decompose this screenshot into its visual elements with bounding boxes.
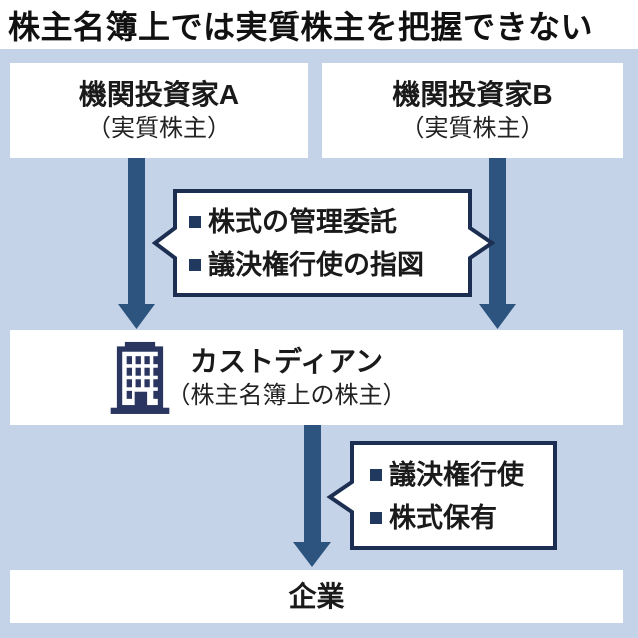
node-investor-a: 機関投資家A （実質株主）	[10, 63, 308, 158]
callout-item: 議決権行使の指図	[189, 246, 495, 284]
node-investor-b-name: 機関投資家B	[392, 79, 553, 110]
square-bullet-icon	[370, 468, 382, 481]
callout-item-label: 議決権行使	[389, 459, 524, 490]
callout-voting-rights: 議決権行使 株式保有	[324, 438, 562, 554]
callout-item-label: 株式の管理委託	[208, 206, 397, 237]
arrow-investor-a-to-custodian	[118, 158, 156, 330]
down-arrow-icon	[293, 425, 331, 567]
node-custodian: カストディアン （株主名簿上の株主）	[10, 330, 623, 425]
node-company: 企業	[10, 570, 623, 623]
callout-item: 議決権行使	[370, 456, 562, 494]
speech-bubble-shape	[326, 441, 557, 550]
callout-management-entrustment: 株式の管理委託 議決権行使の指図	[151, 186, 495, 300]
square-bullet-icon	[370, 511, 382, 524]
node-custodian-name: カストディアン	[190, 346, 383, 377]
square-bullet-icon	[189, 258, 201, 271]
node-company-name: 企業	[288, 581, 345, 612]
speech-bubble-shape	[151, 189, 495, 297]
arrow-custodian-to-company	[293, 425, 331, 568]
node-custodian-note: （株主名簿上の株主）	[166, 382, 407, 409]
node-investor-b: 機関投資家B （実質株主）	[322, 63, 623, 158]
title-band: 株主名簿上では実質株主を把握できない	[0, 0, 638, 49]
callout-item: 株式保有	[370, 499, 562, 537]
arrow-investor-b-to-custodian	[479, 158, 517, 330]
down-arrow-icon	[118, 158, 155, 329]
node-custodian-text: カストディアン （株主名簿上の株主）	[167, 343, 407, 412]
node-investor-b-note: （実質株主）	[400, 115, 545, 142]
callout-item-label: 議決権行使の指図	[208, 249, 424, 280]
node-investor-a-name: 機関投資家A	[78, 79, 240, 110]
building-icon	[110, 341, 170, 414]
page-title: 株主名簿上では実質株主を把握できない	[8, 8, 594, 45]
down-arrow-icon	[479, 158, 516, 329]
callout-item-label: 株式保有	[389, 502, 497, 533]
callout-item: 株式の管理委託	[189, 203, 495, 241]
square-bullet-icon	[189, 215, 201, 228]
node-investor-a-note: （実質株主）	[87, 115, 231, 142]
